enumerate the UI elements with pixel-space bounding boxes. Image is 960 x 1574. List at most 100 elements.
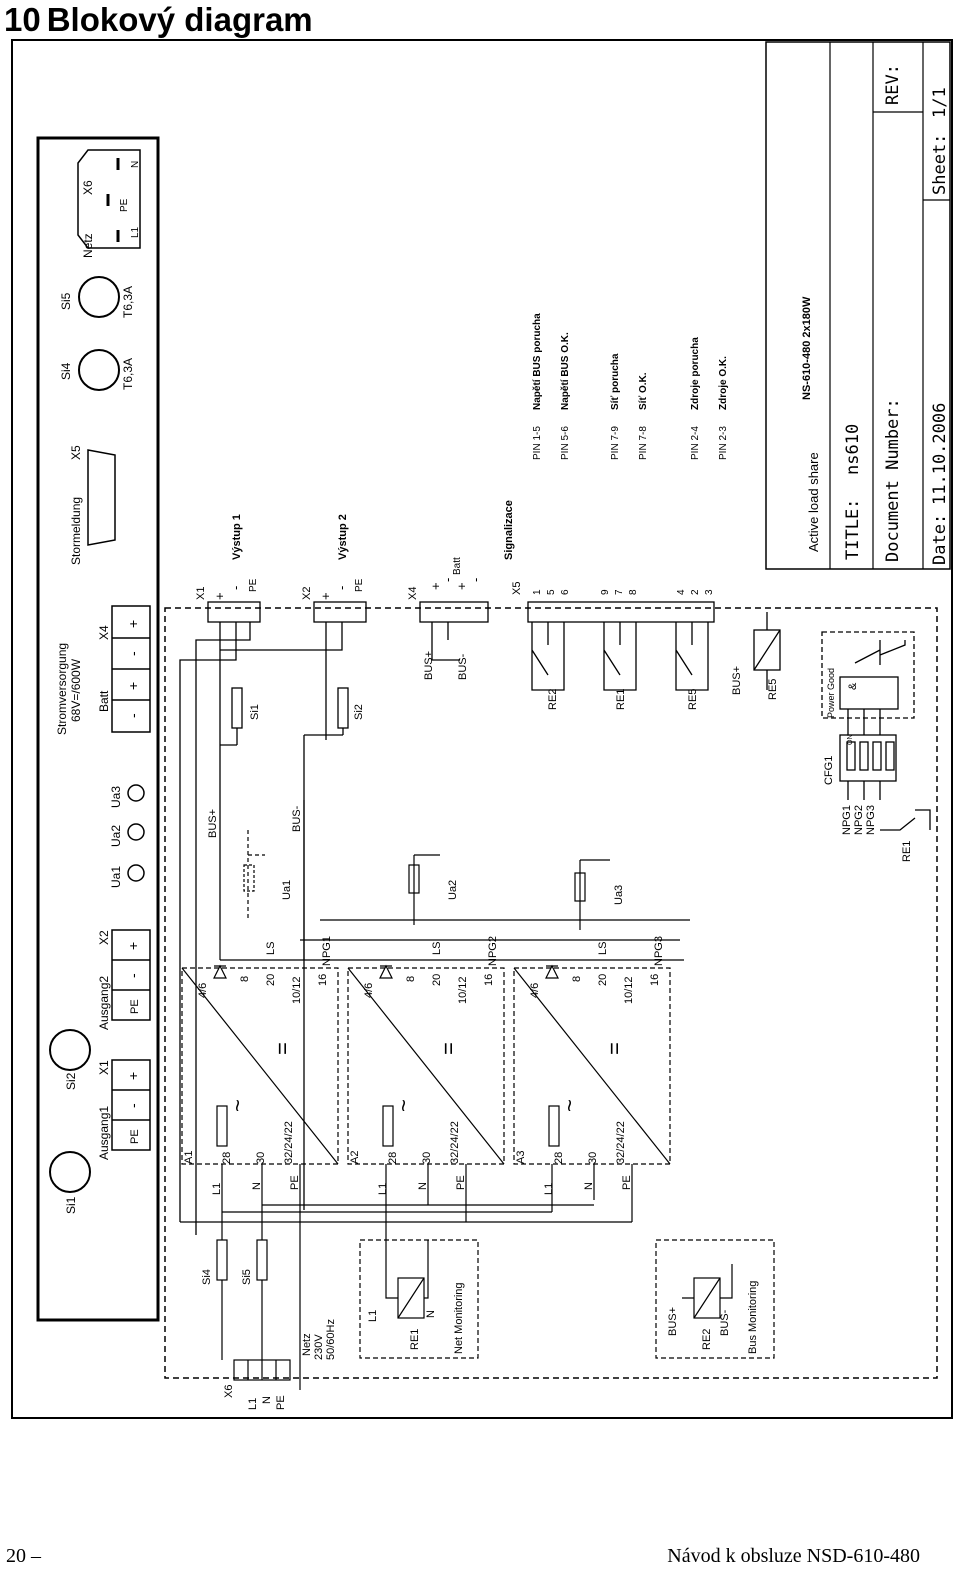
power-good-label: Power Good [826, 668, 836, 718]
ausgang1-pin-plus: + [125, 1072, 141, 1080]
led1-resistor [243, 864, 255, 892]
module-a2-npg: NPG2 [487, 936, 499, 966]
legend-text-3: Síť porucha [610, 353, 621, 410]
x5-pin-4: 4 [676, 589, 687, 595]
mains-pin-l1: L1 [247, 1398, 259, 1410]
module-a3-p8: 8 [571, 976, 583, 982]
mains-freq: 50/60Hz [325, 1319, 337, 1360]
module-a3-id: A3 [515, 1151, 527, 1164]
panel-si5: Si5 [59, 292, 73, 310]
relay-re2: RE2 [547, 689, 559, 710]
module-a2-diode [379, 964, 393, 979]
ausgang1-terminal [111, 1059, 151, 1151]
panel-netz-x: X6 [81, 180, 95, 195]
panel-stromv-spec: 68V=/600W [69, 658, 83, 722]
panel-ausgang2-x: X2 [97, 930, 111, 945]
relay-re5-supply: BUS+ [731, 666, 743, 695]
module-a2-p28: 28 [387, 1152, 399, 1164]
led-ua1-label: Ua1 [281, 880, 293, 900]
out-x4-minus2: - [468, 578, 483, 582]
module-a3-eq: = [602, 1042, 627, 1055]
fuse-si2-wire [337, 687, 349, 729]
module-a3-tilde: ~ [557, 1099, 582, 1112]
ausgang2-terminal [111, 929, 151, 1021]
wire-si2: Si2 [353, 704, 365, 720]
panel-si4-rating: T6,3A [121, 358, 135, 390]
legend-text-2: Napětí BUS O.K. [560, 332, 571, 410]
heading-number: 10 [4, 1, 41, 38]
re5-contact [675, 622, 709, 691]
led3-resistor [574, 872, 586, 902]
panel-netz-n: N [130, 161, 141, 168]
ausgang2-pin-plus: + [125, 942, 141, 950]
module-a1-p16: 16 [317, 974, 329, 986]
mains-x6: X6 [223, 1385, 235, 1398]
panel-si1: Si1 [64, 1196, 78, 1214]
batt-pin-4: + [125, 620, 141, 628]
module-a2-p8: 8 [405, 976, 417, 982]
module-a2-p20: 20 [431, 974, 443, 986]
feeder-pe-1: PE [289, 1175, 301, 1190]
panel-stromv: Stromversorgung [55, 643, 69, 735]
module-a3-p16: 16 [649, 974, 661, 986]
x5-pin-9: 9 [600, 589, 611, 595]
x5-pin-3: 3 [704, 589, 715, 595]
panel-ausgang1-x: X1 [97, 1060, 111, 1075]
npg-label-1: NPG1 [841, 805, 853, 835]
mains-fuse-si5 [256, 1239, 268, 1281]
legend-text-1: Napětí BUS porucha [532, 313, 543, 410]
out-vystup1: Výstup 1 [231, 514, 243, 560]
module-a3-p46: 4/6 [529, 983, 541, 998]
panel-ausgang1: Ausgang1 [97, 1106, 111, 1160]
ausgang2-pin-pe: PE [129, 999, 141, 1014]
mains-volt: 230V [313, 1334, 325, 1360]
heading-title: Blokový diagram [46, 1, 313, 38]
module-a1-p30: 30 [255, 1152, 267, 1164]
panel-si4: Si4 [59, 362, 73, 380]
feeder-pe-3: PE [621, 1175, 633, 1190]
fuse-si2 [49, 1029, 91, 1071]
tb-rev-label: REV: [883, 64, 903, 105]
legend-text-4: Síť O.K. [638, 372, 649, 410]
module-a3-p1012: 10/12 [623, 976, 635, 1004]
module-a3-fuse [548, 1105, 560, 1147]
out-x4-plus2: + [454, 582, 469, 590]
x4-bus-plus: BUS+ [423, 651, 435, 680]
batt-pin-3: - [125, 651, 141, 656]
feeder-l1-1: L1 [211, 1183, 223, 1195]
fuse-si4 [78, 349, 120, 391]
module-a3-npg: NPG3 [653, 936, 665, 966]
netmon-l1: L1 [367, 1310, 379, 1322]
module-a2-p16: 16 [483, 974, 495, 986]
legend-text-6: Zdroje O.K. [718, 356, 729, 410]
panel-ua1: Ua1 [109, 866, 123, 888]
module-a1-p32: 32/24/22 [283, 1121, 295, 1164]
feeder-n-2: N [417, 1182, 429, 1190]
wire-si1: Si1 [249, 704, 261, 720]
out-x1: X1 [195, 587, 207, 600]
busmon-bus-minus: BUS- [719, 1309, 731, 1336]
out-x1-minus: - [228, 586, 243, 590]
module-a3-p28: 28 [553, 1152, 565, 1164]
tb-sheet-value: 1/1 [930, 87, 950, 118]
module-a2-eq: = [436, 1042, 461, 1055]
ausgang2-pin-minus: - [125, 973, 141, 978]
x5-pin-1: 1 [532, 589, 543, 595]
tb-subtitle: Active load share [806, 452, 821, 552]
module-a3-p30: 30 [587, 1152, 599, 1164]
feeder-n-3: N [583, 1182, 595, 1190]
feeder-l1-2: L1 [377, 1183, 389, 1195]
netmon-re1: RE1 [409, 1329, 421, 1350]
out-x4-plus1: + [428, 582, 443, 590]
mains-pin-n: N [261, 1396, 273, 1404]
led-ua2 [127, 823, 145, 841]
out-signalizace: Signalizace [503, 500, 515, 560]
fuse-si5 [78, 276, 120, 318]
module-a1-p46: 4/6 [197, 983, 209, 998]
netmon-title: Net Monitoring [453, 1282, 465, 1354]
footer-page-number: 20 [6, 1545, 26, 1567]
tb-title-value: ns610 [843, 424, 863, 475]
feeder-l1-3: L1 [543, 1183, 555, 1195]
out-x2-minus: - [334, 586, 349, 590]
footer-dash: – [31, 1545, 41, 1567]
